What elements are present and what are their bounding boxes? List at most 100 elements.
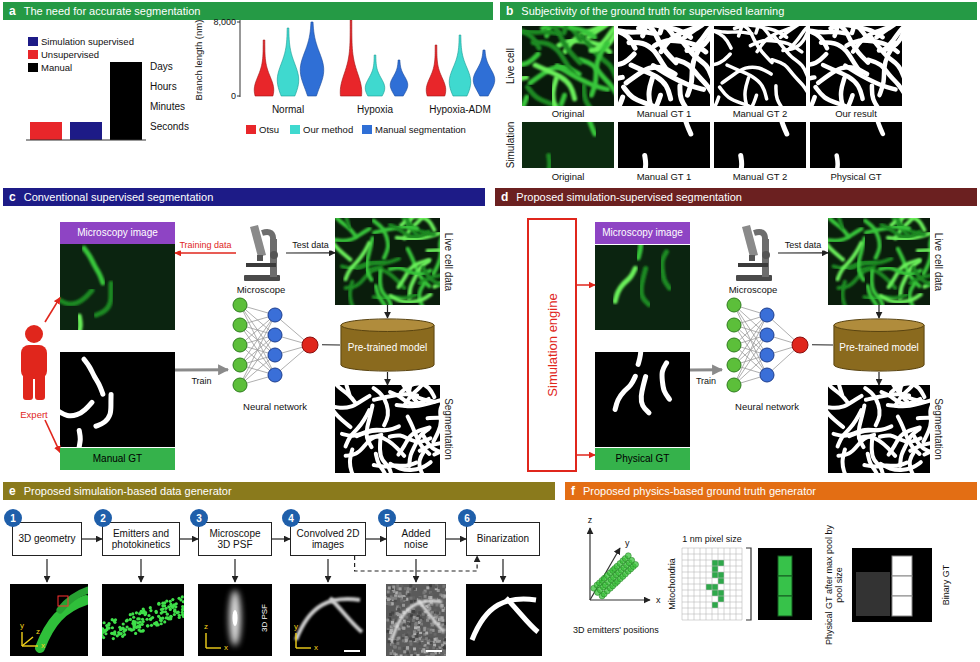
node-text: Convolved 2D images: [294, 528, 362, 551]
image-panel: [419, 631, 422, 634]
image-panel: [393, 645, 396, 648]
node-text: Microscope: [729, 284, 778, 295]
image-panel: [132, 616, 135, 619]
image-panel: [387, 640, 390, 643]
image-panel: [618, 77, 622, 91]
image-panel: [443, 646, 446, 649]
image-panel: [680, 122, 691, 134]
image-panel: [414, 623, 417, 626]
image-panel: [735, 26, 787, 37]
image-panel: [816, 87, 857, 106]
microscope-icon: [738, 263, 768, 267]
image-panel: [198, 584, 272, 656]
image-panel: [772, 60, 806, 97]
image-panel: [466, 584, 542, 656]
image-panel: [400, 600, 403, 603]
image-panel: [426, 619, 429, 622]
axis-title: Physical GT after max pool by pool size: [824, 525, 845, 645]
image-panel: [386, 630, 389, 633]
pixel-grid: [682, 560, 742, 561]
image-panel: [153, 622, 156, 625]
microscope-icon: [250, 225, 266, 257]
node-text: Live cell data: [933, 232, 944, 290]
image-panel: [407, 593, 410, 596]
image-panel: [414, 626, 417, 629]
image-panel: [141, 618, 144, 621]
node-text: Added noise: [390, 528, 442, 551]
image-panel: [428, 249, 440, 251]
pixel-grid: [712, 602, 718, 608]
pixel-grid: [712, 566, 718, 572]
legend-text: Our method: [303, 124, 353, 135]
connector: [45, 298, 60, 322]
image-panel: [776, 122, 787, 134]
text-label: Hypoxia: [357, 104, 393, 116]
bracket: [746, 548, 751, 620]
image-panel: [163, 620, 166, 623]
image-panel: [233, 610, 238, 626]
legend-item: Simulation supervised: [28, 36, 134, 47]
image-panel: [79, 316, 86, 330]
image-panel: [131, 612, 134, 615]
image-panel: [433, 644, 436, 647]
text-label: Manual GT 2: [733, 109, 788, 120]
image-panel: [881, 462, 921, 470]
image-panel: [714, 26, 806, 106]
axis-arrows: [22, 637, 33, 646]
image-panel: [557, 66, 607, 90]
image-panel: [396, 655, 399, 656]
image-panel: [157, 615, 160, 618]
illustration-layer: [240, 20, 241, 97]
image-panel: [426, 655, 429, 656]
network-box: Neural network: [722, 298, 812, 412]
legend-item: Unsupervised: [28, 49, 99, 60]
image-panel: [418, 637, 421, 640]
node-text: 1: [10, 513, 16, 524]
image-panel: [132, 628, 135, 631]
axis-arrows: [205, 633, 206, 648]
image-panel: [564, 26, 588, 33]
image-panel: [102, 627, 104, 630]
image-panel: [429, 596, 432, 599]
image-panel: [387, 590, 390, 593]
image-panel: [395, 619, 398, 622]
node-text: Expert: [20, 409, 47, 420]
pixel-grid: [712, 590, 718, 596]
image-panel: [290, 584, 366, 656]
image-panel: [181, 605, 184, 608]
image-panel: [412, 610, 415, 613]
flow-arrow: [502, 559, 503, 582]
image-panel: [102, 584, 184, 656]
image-panel: [402, 604, 405, 607]
image-panel: [442, 585, 445, 588]
image-panel: [403, 597, 406, 600]
image-panel: [390, 592, 393, 595]
image-panel: [390, 643, 393, 646]
network-drawing: [727, 338, 741, 352]
image-panel: [810, 97, 815, 106]
image-panel: [396, 612, 399, 615]
image-panel: [435, 604, 438, 607]
text-label: z: [588, 515, 593, 525]
image-panel: [543, 26, 595, 37]
text-label: y: [294, 622, 298, 631]
node-text: Segmentation: [443, 398, 454, 460]
image-panel: [346, 410, 370, 446]
connector: [45, 420, 60, 452]
image-panel: [430, 593, 433, 596]
image-panel: [838, 410, 862, 446]
image-panel: [924, 401, 930, 442]
image-panel: [662, 252, 670, 288]
image-panel: [714, 97, 719, 106]
image-panel: [422, 591, 425, 594]
violin: [365, 55, 385, 96]
image-panel: [403, 596, 406, 599]
image-panel: [881, 294, 921, 302]
connector: [577, 454, 595, 456]
pixel-grid: [682, 590, 742, 591]
image-panel: [852, 26, 876, 33]
connector: [180, 538, 198, 539]
image-panel: [392, 585, 395, 588]
connector: [286, 252, 335, 253]
legend-swatch: [362, 125, 372, 134]
